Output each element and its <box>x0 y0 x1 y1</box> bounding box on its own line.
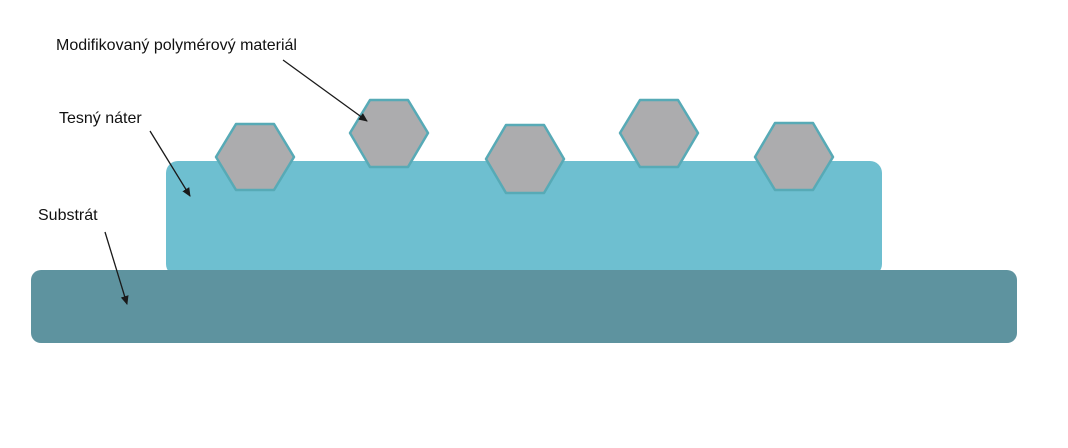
polymer-particle <box>484 123 566 195</box>
coating-leader-arrow <box>149 130 191 197</box>
polymer-particle <box>348 98 430 169</box>
polymer-particle <box>214 122 296 192</box>
polymer-particle <box>753 121 835 192</box>
polymer-leader-arrow <box>282 59 368 122</box>
polymer-particles <box>214 98 835 195</box>
coating-layer <box>166 161 882 276</box>
polymer-particle <box>618 98 700 169</box>
coating-label: Tesný náter <box>59 110 142 127</box>
substrate-leader-arrow <box>104 231 129 305</box>
polymer-label: Modifikovaný polymérový materiál <box>56 37 297 54</box>
substrate-label: Substrát <box>38 207 98 224</box>
substrate-layer <box>31 270 1017 343</box>
